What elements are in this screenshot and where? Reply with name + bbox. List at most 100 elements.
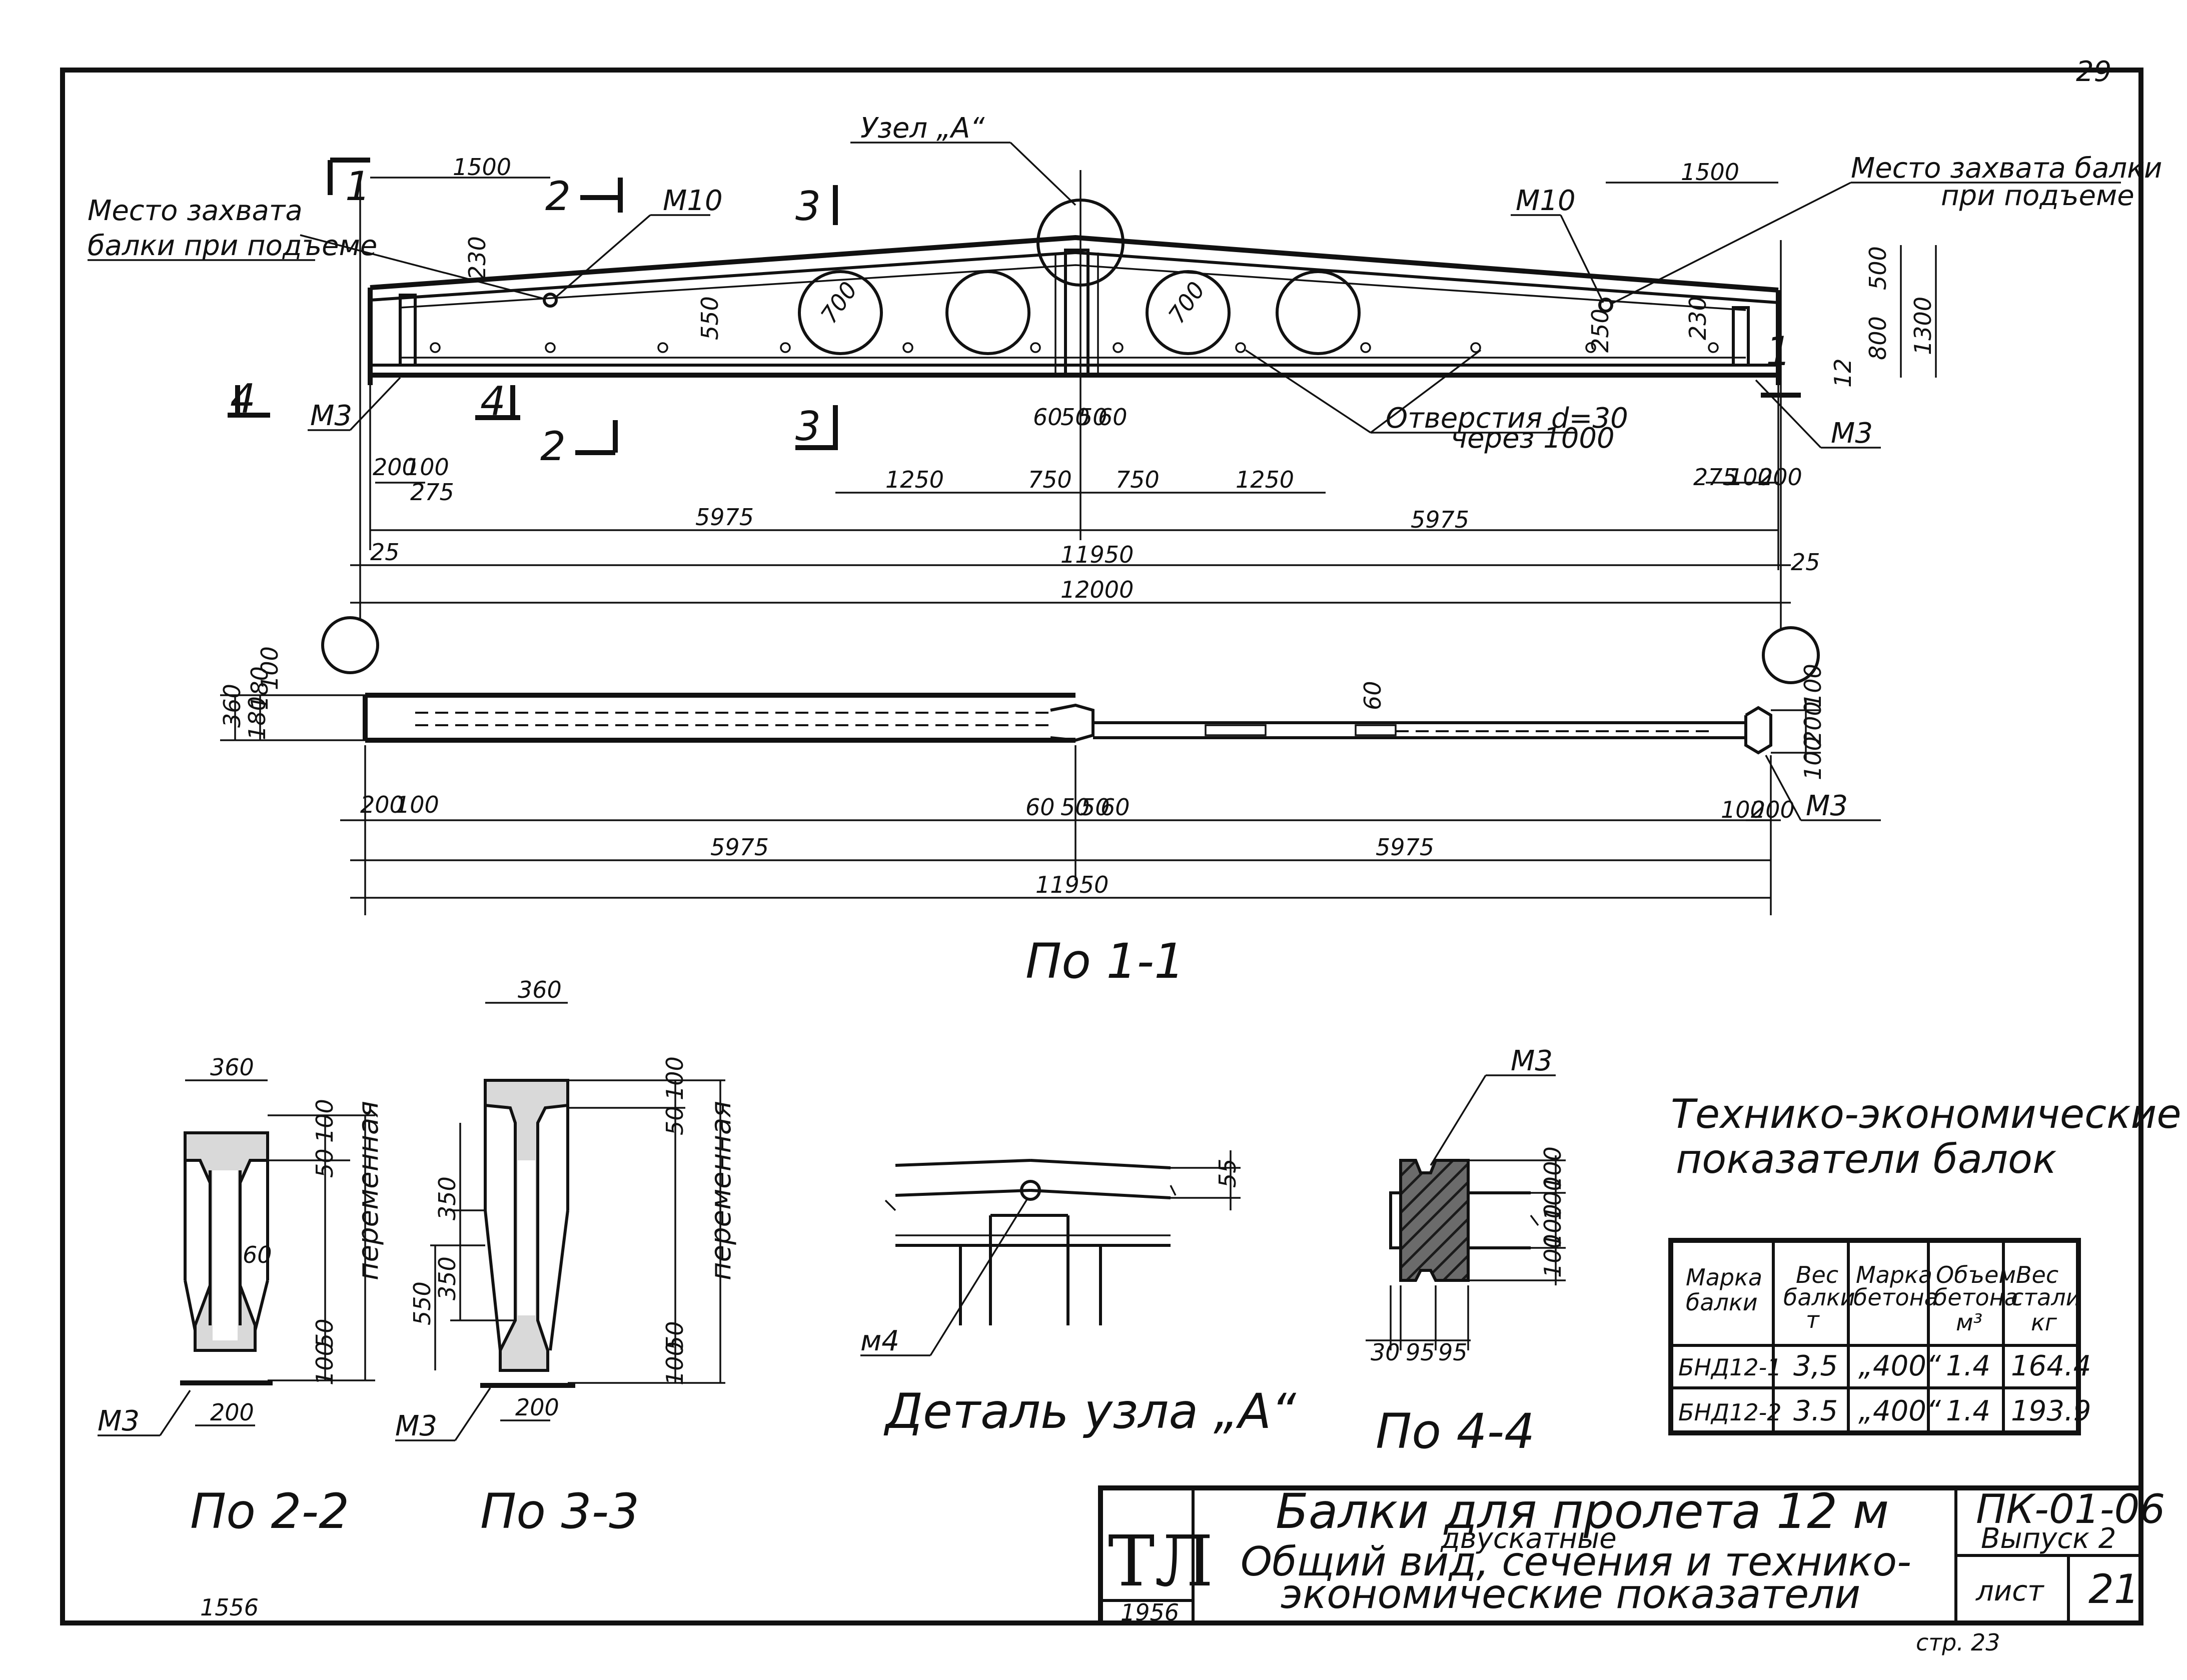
svg-text:100: 100	[661, 1341, 688, 1385]
svg-text:100: 100	[1799, 736, 1826, 780]
svg-text:2: 2	[540, 423, 566, 470]
svg-text:250: 250	[1587, 309, 1614, 353]
svg-text:1250: 1250	[885, 466, 944, 493]
svg-text:200: 200	[210, 1399, 254, 1426]
svg-text:800: 800	[1864, 316, 1891, 360]
page-number: 29	[2076, 56, 2111, 88]
section-2-2-texts: 360 200 60 50 100 50 100 переменная М3 П…	[98, 1054, 385, 1539]
svg-text:„400“: „400“	[1858, 1350, 1941, 1382]
svg-text:М3: М3	[1511, 1045, 1553, 1077]
section-2-2	[180, 1079, 375, 1426]
svg-text:700: 700	[1163, 277, 1211, 328]
svg-text:Марка: Марка	[1686, 1264, 1762, 1291]
section-cut-markers: 1 1 2 2 3 3 4 4	[228, 158, 1801, 470]
svg-text:750: 750	[1028, 466, 1072, 493]
svg-text:230: 230	[1684, 296, 1711, 340]
svg-text:230: 230	[464, 236, 491, 280]
svg-text:200: 200	[373, 454, 417, 481]
svg-text:100: 100	[661, 1056, 688, 1100]
section-2-2-title: По 2-2	[190, 1483, 349, 1539]
svg-text:при подъеме: при подъеме	[1941, 180, 2134, 212]
svg-text:360: 360	[210, 1054, 254, 1081]
section-3-3-title: По 3-3	[480, 1483, 639, 1539]
svg-text:экономические показатели: экономические показатели	[1281, 1571, 1860, 1617]
svg-text:100: 100	[311, 1099, 338, 1143]
section-3-3	[430, 1002, 725, 1421]
svg-text:50: 50	[1078, 404, 1108, 431]
svg-text:11950: 11950	[1060, 541, 1134, 568]
table-row: БНД12-1 3,5 „400“ 1.4 164.4	[1678, 1350, 2091, 1382]
svg-text:100: 100	[256, 646, 283, 690]
svg-text:балки: балки	[1686, 1289, 1758, 1316]
svg-text:180: 180	[244, 696, 271, 740]
plan-title: По 1-1	[1025, 933, 1185, 989]
svg-text:60: 60	[1098, 404, 1128, 431]
svg-text:200: 200	[515, 1394, 559, 1421]
svg-text:200: 200	[1751, 796, 1795, 823]
svg-text:95: 95	[1438, 1339, 1468, 1366]
svg-text:3.5: 3.5	[1793, 1395, 1838, 1427]
table-title-line1: Технико-экономические	[1671, 1091, 2181, 1137]
svg-text:55: 55	[1214, 1158, 1241, 1188]
node-a-label: Узел „А“	[860, 112, 985, 145]
svg-text:балки при подъеме: балки при подъеме	[88, 230, 377, 262]
svg-text:Место захвата балки: Место захвата балки	[1851, 152, 2162, 185]
elevation-labels: Узел „А“ Место захвата балки при подъеме…	[88, 112, 2162, 455]
svg-text:11950: 11950	[1035, 871, 1109, 898]
svg-text:лист: лист	[1975, 1575, 2044, 1607]
svg-text:50: 50	[661, 1321, 688, 1350]
svg-text:1300: 1300	[1909, 297, 1936, 355]
svg-text:550: 550	[696, 296, 723, 340]
svg-text:50: 50	[311, 1148, 338, 1178]
svg-text:М3: М3	[310, 400, 352, 432]
svg-text:стали: стали	[2011, 1284, 2081, 1311]
detail-a-texts: 55 м4 Деталь узла „А“	[860, 1158, 1297, 1439]
svg-text:60: 60	[1025, 794, 1055, 821]
svg-text:200: 200	[360, 791, 404, 818]
svg-text:Выпуск 2: Выпуск 2	[1981, 1522, 2116, 1555]
svg-text:1500: 1500	[453, 154, 511, 181]
svg-text:100: 100	[1539, 1204, 1566, 1248]
table-title-line2: показатели балок	[1676, 1136, 2056, 1182]
series-code: ПК-01-06	[1976, 1486, 2165, 1532]
svg-text:180: 180	[246, 666, 273, 710]
svg-text:балки: балки	[1783, 1284, 1855, 1311]
svg-text:переменная: переменная	[705, 1101, 737, 1280]
logo: ТЛ	[1108, 1521, 1213, 1602]
section-3-3-texts: 360 200 350 350 550 50 100 50 100 переме…	[395, 976, 737, 1539]
svg-text:50: 50	[1060, 404, 1090, 431]
svg-text:М3: М3	[98, 1405, 140, 1437]
title-block: ТЛ 1956 Балки для пролета 12 м двускатны…	[1098, 1483, 2165, 1626]
svg-text:„400“: „400“	[1858, 1395, 1941, 1427]
svg-text:1250: 1250	[1236, 466, 1294, 493]
svg-text:100: 100	[1539, 1176, 1566, 1220]
svg-text:Объем: Объем	[1936, 1261, 2016, 1288]
svg-text:М3: М3	[395, 1410, 437, 1442]
svg-text:200: 200	[1758, 464, 1802, 491]
svg-text:350: 350	[434, 1176, 461, 1220]
svg-text:кг: кг	[2031, 1309, 2057, 1336]
svg-text:М10: М10	[1516, 185, 1576, 217]
svg-text:50: 50	[311, 1318, 338, 1348]
svg-text:100: 100	[1539, 1146, 1566, 1190]
sheet-number: 21	[2088, 1566, 2139, 1612]
svg-text:95: 95	[1406, 1339, 1435, 1366]
svg-text:100: 100	[1539, 1234, 1566, 1278]
beam-elevation	[321, 180, 1820, 684]
svg-text:50: 50	[1060, 794, 1090, 821]
section-4-4-texts: М3 30 95 95 100 100 100 100 По 4-4	[1371, 1045, 1566, 1459]
svg-text:М3: М3	[1831, 417, 1873, 450]
svg-text:переменная: переменная	[352, 1101, 385, 1280]
svg-text:Общий вид, сечения и технико-: Общий вид, сечения и технико-	[1241, 1538, 1911, 1585]
svg-text:750: 750	[1116, 466, 1160, 493]
svg-text:700: 700	[815, 277, 863, 328]
svg-text:двускатные: двускатные	[1440, 1522, 1617, 1555]
svg-text:м³: м³	[1956, 1309, 1982, 1336]
svg-text:3: 3	[795, 183, 821, 230]
svg-text:1.4: 1.4	[1946, 1395, 1990, 1427]
svg-text:200: 200	[1799, 701, 1826, 745]
sheet-code: 1556	[200, 1594, 259, 1621]
svg-text:5975: 5975	[1411, 506, 1469, 533]
svg-text:БНД12-1: БНД12-1	[1678, 1354, 1781, 1381]
